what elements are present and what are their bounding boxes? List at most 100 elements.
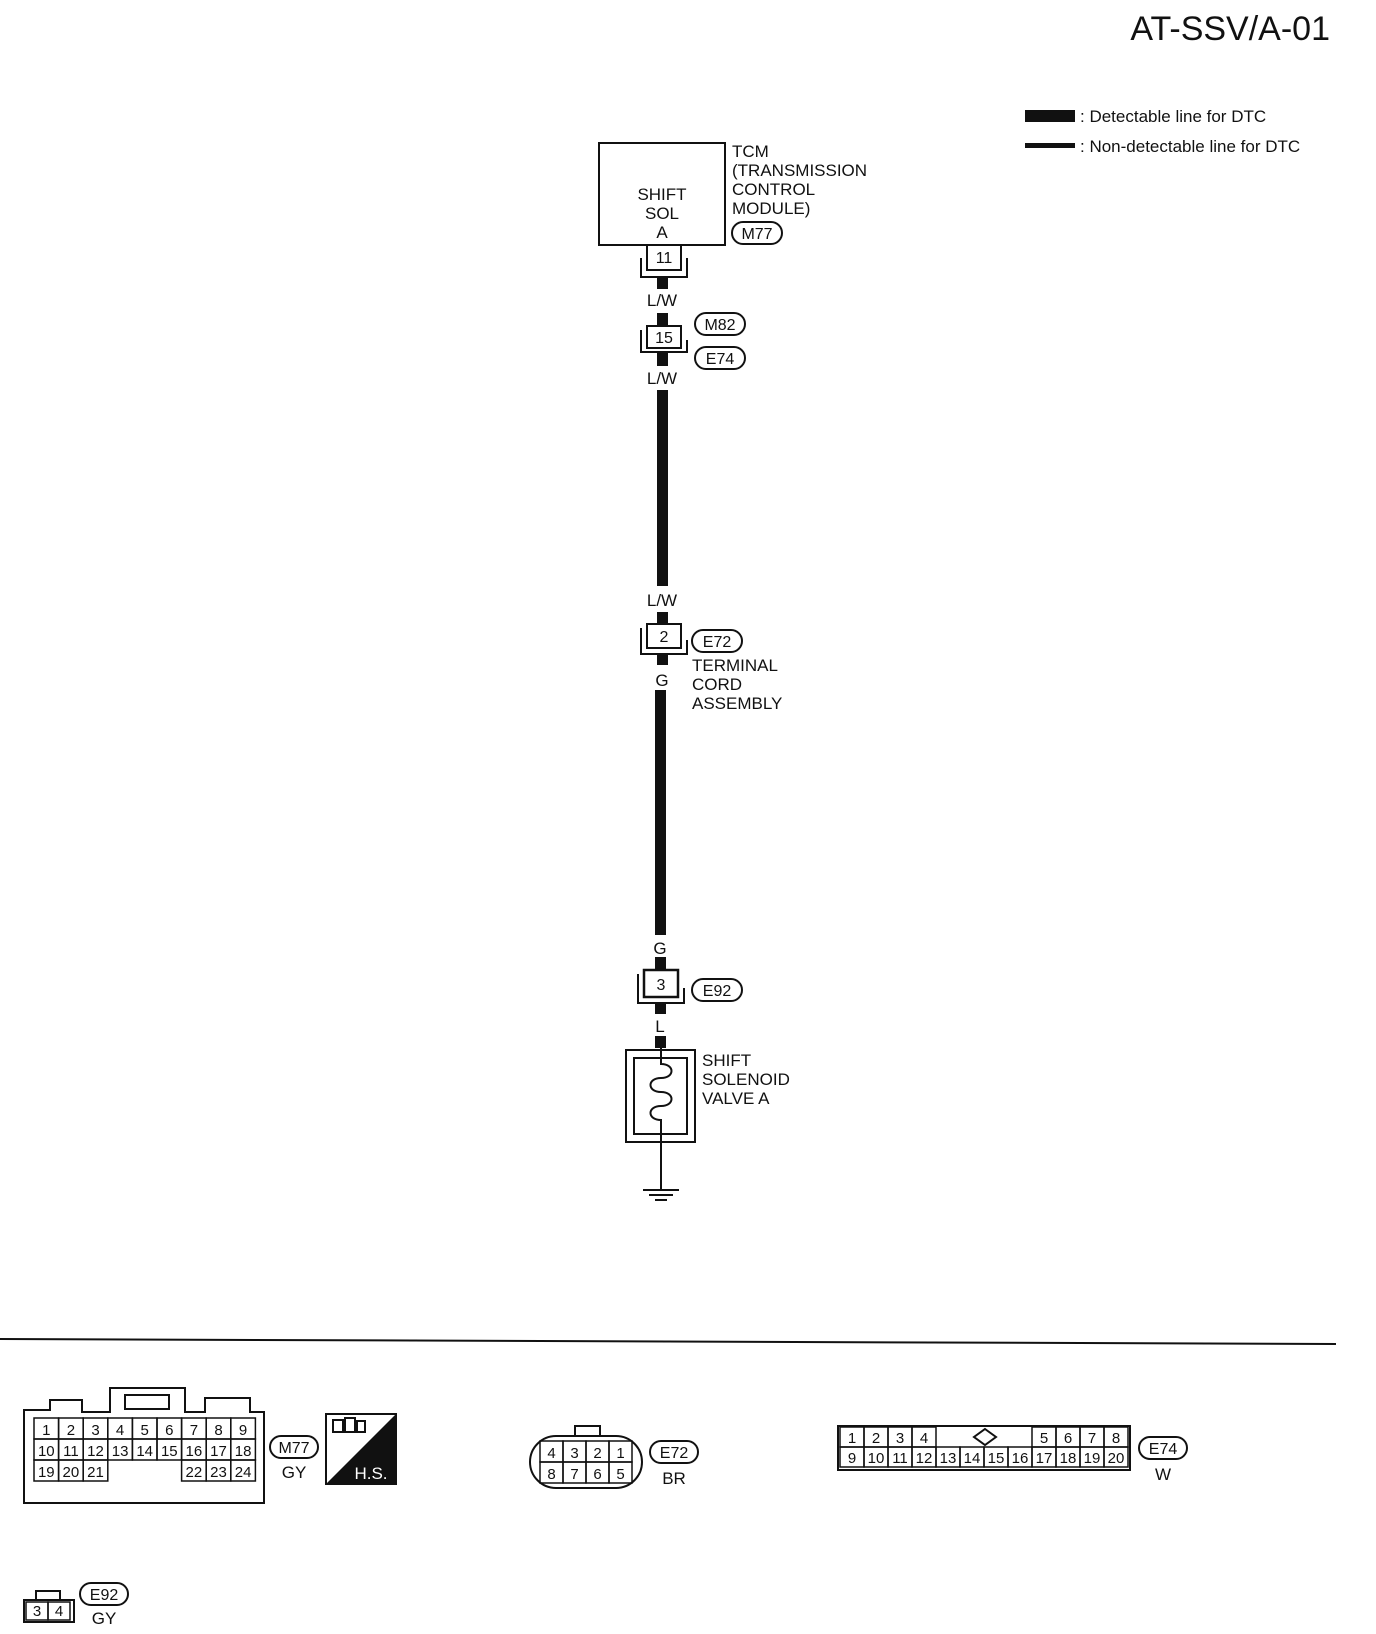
pin-label: 3 [33, 1603, 41, 1620]
wire-color-e72-out: G [655, 671, 668, 690]
pin-label: 9 [848, 1450, 856, 1467]
pin-label: 5 [141, 1422, 149, 1439]
pin-cell [230, 1459, 257, 1482]
pin-label: 6 [165, 1422, 173, 1439]
terminal-cord-label-1: TERMINAL [692, 656, 778, 675]
wire-e92-out [655, 1003, 666, 1014]
terminal-3-bracket [637, 974, 685, 1004]
valve-connector-e92: 3 E92 [637, 968, 743, 1004]
pin-label: 4 [920, 1430, 928, 1447]
pin-label: 19 [1084, 1450, 1101, 1467]
hs-badge-fill [326, 1414, 396, 1484]
connector-e74-badge [694, 346, 746, 370]
tcm-box-line-2: SOL [645, 204, 679, 223]
e92-id-badge [79, 1582, 129, 1606]
pin-label: 6 [593, 1466, 601, 1483]
connector-e72-badge [691, 629, 743, 653]
tcm-connector-badge [731, 221, 783, 245]
solenoid-coil-icon [649, 1048, 673, 1190]
wire-color-e92-out: L [655, 1017, 664, 1036]
wire-e72-lead [657, 612, 668, 624]
pin-label: 12 [916, 1450, 933, 1467]
e92-id: E92 [90, 1587, 119, 1604]
pin-label: 17 [210, 1443, 227, 1460]
pin-label: 10 [38, 1443, 55, 1460]
tcm-label-line-4: MODULE) [732, 199, 810, 218]
pin-label: 3 [896, 1430, 904, 1447]
m77-id-badge [269, 1435, 319, 1459]
pin-label: 11 [63, 1443, 79, 1460]
wire-color-to-e72: L/W [647, 591, 677, 610]
pin-label: 18 [235, 1443, 252, 1460]
connector-m82-id: M82 [704, 317, 735, 334]
tcm-label-line-2: (TRANSMISSION [732, 161, 867, 180]
e72-housing [529, 1435, 643, 1489]
tcm-terminal-11: 11 [640, 244, 688, 278]
solenoid-label-2: SOLENOID [702, 1070, 790, 1089]
pin-label: 14 [964, 1450, 981, 1467]
pin-label: 2 [67, 1422, 75, 1439]
legend-non-detectable-swatch [1025, 143, 1075, 148]
e72-id: E72 [660, 1445, 689, 1462]
pin-label: 11 [892, 1450, 908, 1467]
pin-label: 16 [186, 1443, 203, 1460]
ground-icon [643, 1189, 679, 1201]
pin-cell [1103, 1446, 1129, 1468]
pin-label: 4 [116, 1422, 124, 1439]
solenoid-label-1: SHIFT [702, 1051, 751, 1070]
pin-label: 6 [1064, 1430, 1072, 1447]
pin-label: 18 [1060, 1450, 1077, 1467]
e92-housing [23, 1599, 75, 1623]
wire-e72-out [657, 654, 668, 665]
wire-e92-lead [655, 957, 666, 970]
pin-label: 3 [91, 1422, 99, 1439]
e72-id-badge [649, 1440, 699, 1464]
tcm-label-line-1: TCM [732, 142, 769, 161]
connector-e92-id: E92 [703, 983, 732, 1000]
terminal-cord-label-2: CORD [692, 675, 742, 694]
m77-housing [23, 1387, 265, 1504]
pin-label: 20 [1108, 1450, 1125, 1467]
wire-color-to-e92: G [653, 939, 666, 958]
e74-id: E74 [1149, 1441, 1178, 1458]
harness-icon [332, 1417, 366, 1433]
pin-cell [608, 1461, 633, 1484]
pin-label: 13 [112, 1443, 129, 1460]
pin-label: 13 [940, 1450, 957, 1467]
terminal-11-label: 11 [656, 250, 673, 267]
pin-label: 23 [210, 1464, 227, 1481]
wire-color-tcm-to-m82: L/W [647, 291, 677, 310]
section-divider [0, 1338, 1337, 1345]
tcm-box-line-1: SHIFT [637, 185, 686, 204]
e92-key [35, 1590, 61, 1600]
legend: : Detectable line for DTC : Non-detectab… [1025, 107, 1300, 156]
wire-tcm-to-m82 [657, 277, 668, 289]
pin-cell [82, 1459, 109, 1482]
connector-e72-id: E72 [703, 634, 732, 651]
pin-label: 7 [190, 1422, 198, 1439]
m77-latch [124, 1394, 170, 1410]
pin-label: 22 [186, 1464, 203, 1481]
pin-label: 8 [1112, 1430, 1120, 1447]
pin-label: 12 [87, 1443, 104, 1460]
terminal-2-label: 2 [660, 629, 669, 646]
wire-e74-lead [657, 352, 668, 366]
pin-label: 19 [38, 1464, 55, 1481]
e74-housing [837, 1425, 1131, 1471]
wire-color-e74-out: L/W [647, 369, 677, 388]
connector-e74-id: E74 [706, 351, 735, 368]
terminal-3-box [642, 968, 680, 999]
pin-label: 3 [570, 1445, 578, 1462]
pin-label: 5 [616, 1466, 624, 1483]
pin-label: 20 [63, 1464, 80, 1481]
pin-label: 5 [1040, 1430, 1048, 1447]
wire-e74-to-e72 [657, 390, 668, 586]
terminal-3-label: 3 [657, 977, 666, 994]
terminal-cord-label-3: ASSEMBLY [692, 694, 782, 713]
m77-id: M77 [278, 1440, 309, 1457]
